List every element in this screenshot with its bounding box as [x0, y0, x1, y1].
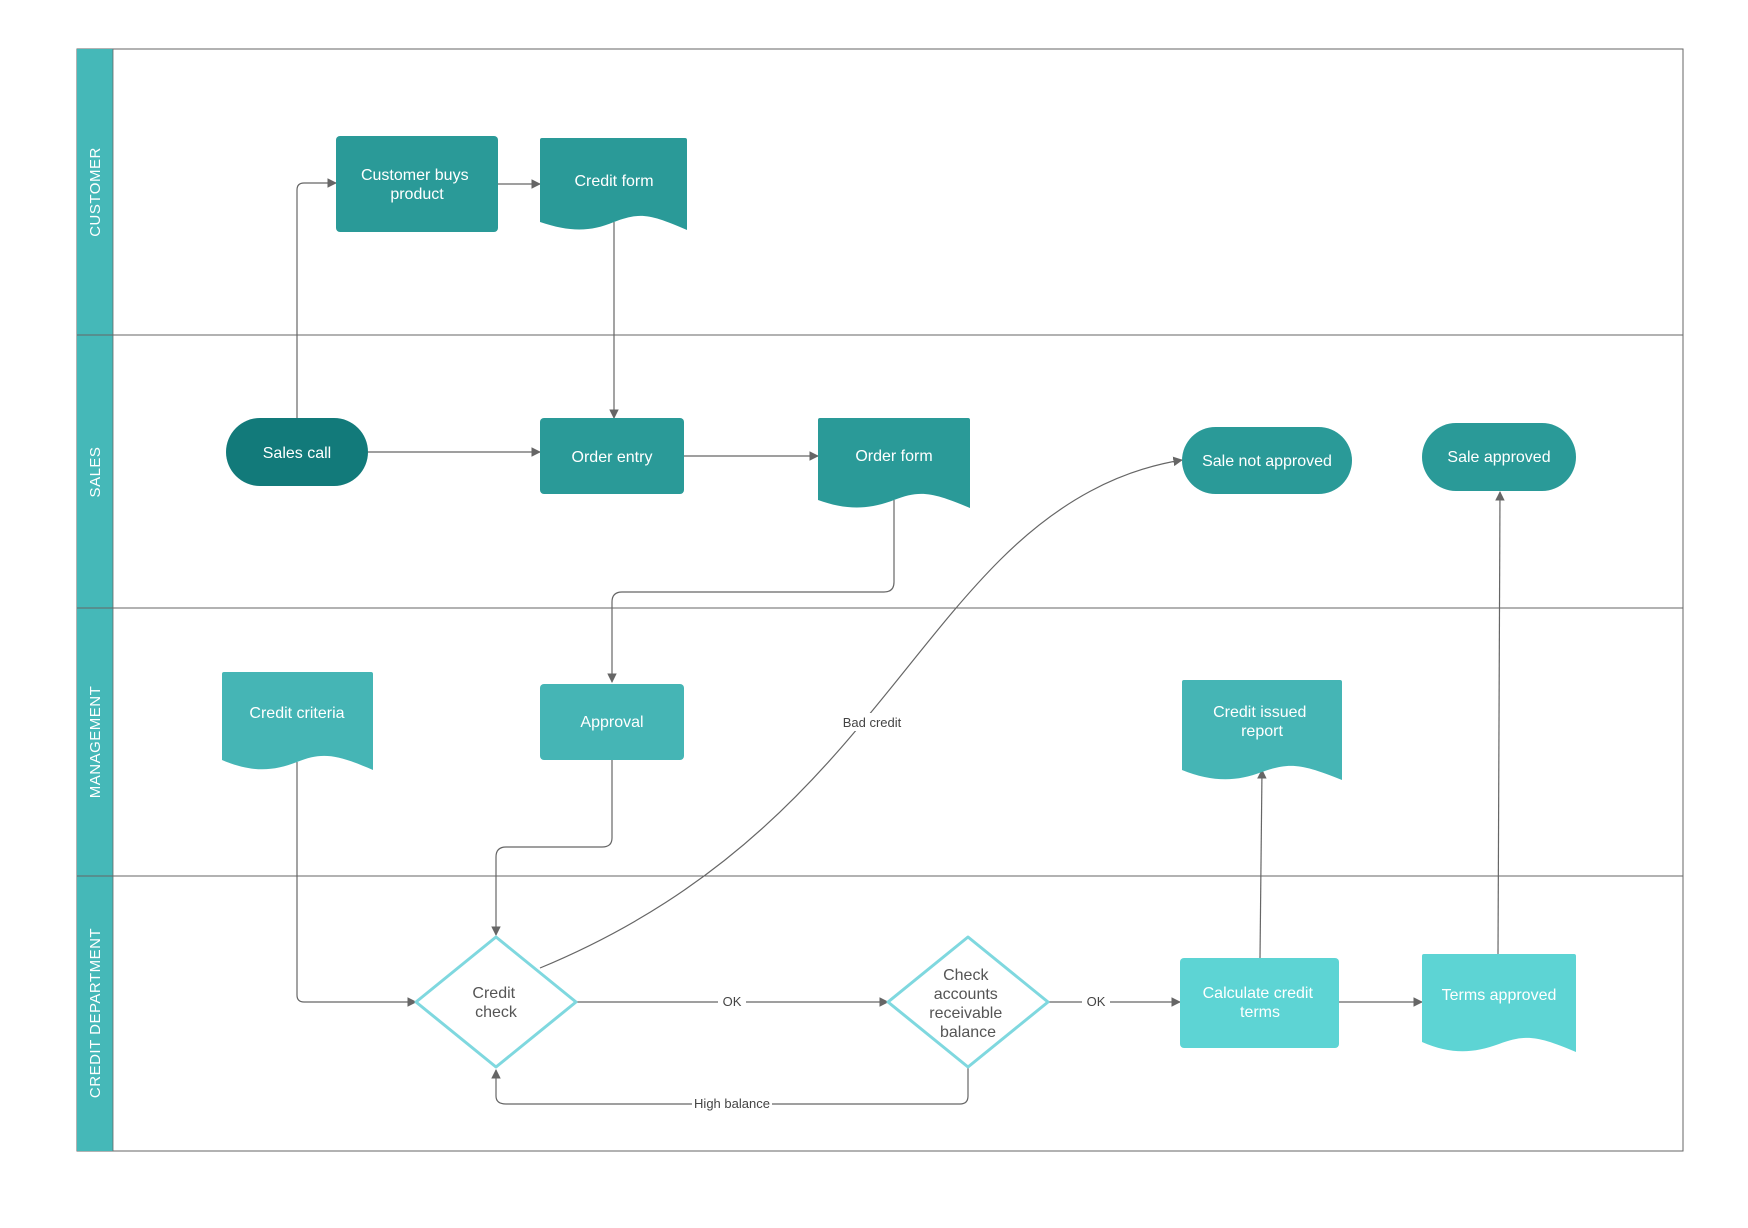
node-label: Credit check [472, 985, 519, 1021]
edge-salescall-to-customerbuys [296, 178, 337, 418]
node-sale-approved[interactable]: Sale approved [1422, 423, 1576, 491]
node-label: Check accounts receivable balance [929, 967, 1006, 1041]
node-check-accounts-receivable-balance[interactable]: Check accounts receivable balance [886, 935, 1050, 1069]
process-box [336, 136, 498, 232]
nodes: Customer buys product Credit form Sales … [222, 136, 1576, 1069]
edge-label-bg-bad-credit [836, 713, 908, 731]
edge-label-bg-high-balance [692, 1095, 772, 1113]
edge-approval-to-creditcheck [491, 758, 613, 936]
node-order-entry[interactable]: Order entry [540, 418, 684, 494]
node-credit-issued-report[interactable]: Credit issued report [1182, 680, 1342, 780]
node-label: Order form [855, 448, 932, 465]
decision-diamond [414, 935, 578, 1069]
pool-border [76, 48, 1684, 1152]
process-box [540, 684, 684, 760]
edge-label-high-balance: High balance [694, 1096, 770, 1111]
node-label: Customer buys product [361, 167, 473, 203]
lane-label-customer: CUSTOMER [87, 147, 104, 237]
connectors [296, 178, 1505, 1105]
edge-creditcheck-to-salenotapproved [539, 456, 1183, 969]
terminator-shape [226, 418, 368, 486]
node-calculate-credit-terms[interactable]: Calculate credit terms [1180, 958, 1339, 1048]
document-shape [1422, 954, 1576, 1052]
node-customer-buys-product[interactable]: Customer buys product [336, 136, 498, 232]
edge-calccredit-to-creditissued [1257, 769, 1267, 959]
node-label: Order entry [572, 449, 653, 466]
edge-label-ok-2: OK [1087, 994, 1106, 1009]
edge-orderform-to-approval [607, 500, 895, 683]
document-shape [222, 672, 373, 770]
node-credit-criteria[interactable]: Credit criteria [222, 672, 373, 770]
edge-label-bg-ok-2 [1082, 993, 1110, 1011]
decision-diamond [886, 935, 1050, 1069]
edge-label-bg-ok-1 [718, 993, 746, 1011]
lane-label-management: MANAGEMENT [87, 686, 104, 799]
edge-termsapproved-to-saleapproved [1495, 491, 1505, 955]
swimlane-frame: CUSTOMER SALES MANAGEMENT CREDIT DEPARTM… [76, 48, 1684, 1152]
node-label: Sale not approved [1202, 453, 1332, 470]
edge-labels: Bad credit OK OK High balance [692, 713, 1110, 1113]
node-label: Calculate credit terms [1203, 985, 1318, 1021]
node-label: Credit form [574, 173, 653, 190]
node-order-form[interactable]: Order form [818, 418, 970, 508]
node-terms-approved[interactable]: Terms approved [1422, 954, 1576, 1052]
node-label: Credit issued report [1213, 704, 1311, 740]
terminator-shape [1182, 427, 1352, 494]
document-shape [818, 418, 970, 508]
document-shape [1182, 680, 1342, 780]
lane-label-sales: SALES [87, 447, 104, 498]
node-label: Sales call [263, 445, 331, 462]
edge-label-ok-1: OK [723, 994, 742, 1009]
node-credit-check[interactable]: Credit check [414, 935, 578, 1069]
edge-label-bad-credit: Bad credit [843, 715, 902, 730]
edge-creditcriteria-to-creditcheck [296, 762, 417, 1007]
terminator-shape [1422, 423, 1576, 491]
lane-header-strip [77, 49, 113, 1151]
node-sale-not-approved[interactable]: Sale not approved [1182, 427, 1352, 494]
node-approval[interactable]: Approval [540, 684, 684, 760]
lane-label-credit-department: CREDIT DEPARTMENT [87, 928, 104, 1098]
document-shape [540, 138, 687, 230]
node-label: Terms approved [1442, 987, 1557, 1004]
node-sales-call[interactable]: Sales call [226, 418, 368, 486]
node-label: Credit criteria [249, 705, 344, 722]
process-box [1180, 958, 1339, 1048]
node-label: Sale approved [1447, 449, 1550, 466]
node-label: Approval [580, 714, 643, 731]
node-credit-form[interactable]: Credit form [540, 138, 687, 230]
process-box [540, 418, 684, 494]
